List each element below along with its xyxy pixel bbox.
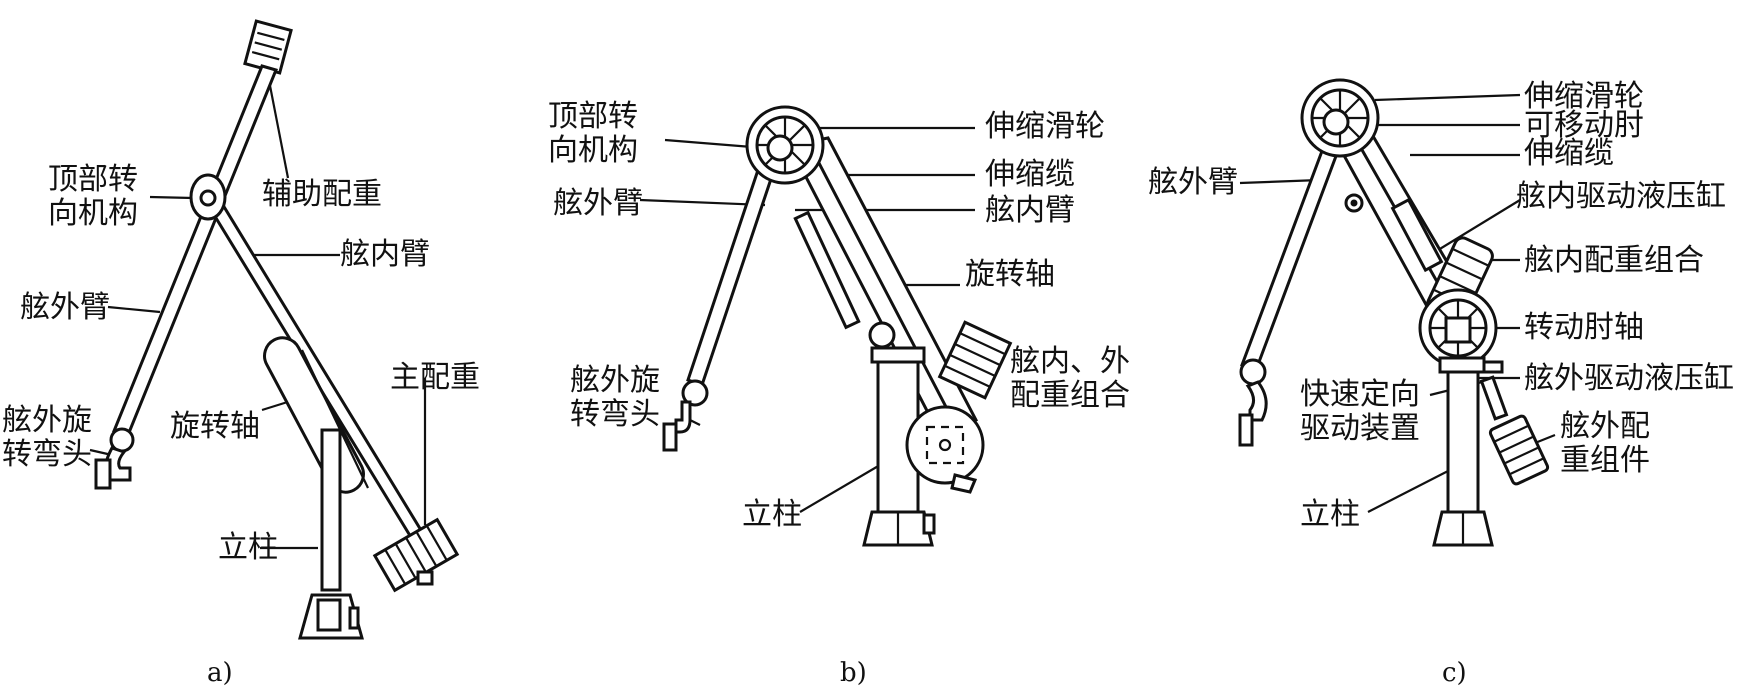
panel-a-outboard-arm-label: 舷外臂 bbox=[20, 290, 110, 325]
panel-c-inboard-hydraulic-cylinder-label: 舷内驱动液压缸 bbox=[1516, 179, 1726, 214]
panel-c-column-label: 立柱 bbox=[1300, 497, 1360, 532]
panel-c-caption: c) bbox=[1442, 658, 1467, 688]
panel-b-drawing bbox=[639, 105, 1013, 547]
panel-c-outboard-arm-label: 舷外臂 bbox=[1148, 165, 1238, 200]
panel-c-drawing bbox=[1238, 78, 1556, 547]
panel-b-outboard-arm-label: 舷外臂 bbox=[553, 186, 643, 221]
panel-a-swivel-elbow-label: 舷外旋 转弯头 bbox=[2, 403, 92, 472]
panel-b-top-turning-label: 顶部转 向机构 bbox=[548, 99, 638, 168]
panel-a-drawing bbox=[89, 19, 460, 640]
panel-b-telescopic-pulley-label: 伸缩滑轮 bbox=[985, 109, 1105, 144]
panel-c-outboard-counterweight-label: 舷外配 重组件 bbox=[1560, 409, 1650, 478]
panel-a-inboard-arm-label: 舷内臂 bbox=[340, 237, 430, 272]
panel-a-caption: a) bbox=[207, 658, 233, 688]
panel-a-top-turning-label: 顶部转 向机构 bbox=[48, 162, 138, 231]
panel-c-telescopic-pulley-label: 伸缩滑轮 bbox=[1524, 79, 1644, 114]
panel-c-elbow-shaft-label: 转动肘轴 bbox=[1524, 310, 1644, 345]
panel-b-caption: b) bbox=[840, 658, 867, 688]
panel-c-outboard-hydraulic-cylinder-label: 舷外驱动液压缸 bbox=[1524, 361, 1734, 396]
panel-c-telescopic-cable-label: 伸缩缆 bbox=[1524, 136, 1614, 171]
panel-b-column-label: 立柱 bbox=[742, 497, 802, 532]
panel-b-rotating-shaft-label: 旋转轴 bbox=[965, 257, 1055, 292]
panel-a-aux-counterweight-label: 辅助配重 bbox=[262, 177, 382, 212]
panel-b-in-out-counterweight-label: 舷内、外 配重组合 bbox=[1010, 344, 1130, 413]
panel-a-main-counterweight-label: 主配重 bbox=[390, 360, 480, 395]
panel-a-column-label: 立柱 bbox=[218, 530, 278, 565]
panel-a-rotating-shaft-label: 旋转轴 bbox=[170, 409, 260, 444]
panel-c-quick-orient-label: 快速定向 驱动装置 bbox=[1300, 377, 1420, 446]
panel-b-swivel-elbow-label: 舷外旋 转弯头 bbox=[570, 363, 660, 432]
panel-b-telescopic-cable-label: 伸缩缆 bbox=[985, 157, 1075, 192]
panel-c-movable-elbow-label: 可移动肘 bbox=[1524, 108, 1644, 143]
panel-c-inboard-counterweight-label: 舷内配重组合 bbox=[1524, 243, 1704, 278]
panel-b-inboard-arm-label: 舷内臂 bbox=[985, 193, 1075, 228]
